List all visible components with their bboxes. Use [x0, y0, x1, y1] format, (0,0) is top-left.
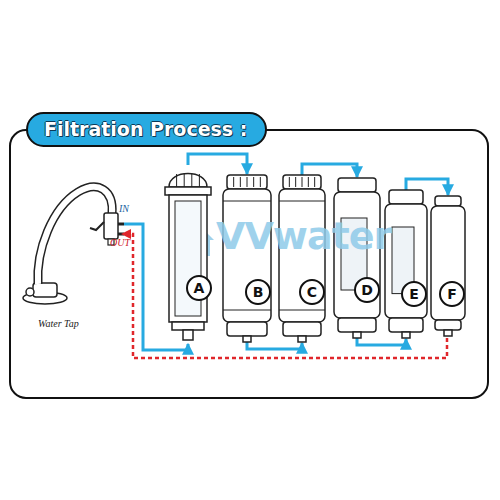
tap-caption: Water Tap: [38, 318, 79, 329]
panel-frame: [10, 130, 488, 398]
watermark: VVwater: [216, 214, 391, 258]
outlet-label: OUT: [110, 237, 130, 248]
flow-arrow: [247, 342, 302, 349]
stage-letter: D: [354, 277, 380, 303]
title-pill: Filtration Process :: [26, 112, 267, 147]
water-tap: [23, 187, 124, 304]
filter-cartridge: A: [163, 165, 213, 340]
stage-letter: C: [299, 279, 325, 305]
filter-cartridge: F: [430, 196, 466, 336]
stage-letter: F: [439, 281, 465, 307]
filter-cartridge: D: [333, 178, 381, 338]
flow-arrow: [188, 154, 247, 174]
flow-arrow: [357, 338, 406, 345]
cartridge-outline: [222, 175, 272, 342]
cartridge-outline: [430, 196, 466, 336]
cartridge-outline: [163, 165, 213, 340]
cartridge-outline: [333, 178, 381, 338]
stage-letter: B: [245, 279, 271, 305]
stage-letter: A: [186, 275, 212, 301]
filter-cartridge: E: [384, 190, 428, 338]
inlet-label: IN: [119, 203, 129, 214]
cartridge-outline: [278, 175, 326, 342]
filter-cartridge: B: [222, 175, 272, 342]
stage-letter: E: [401, 281, 427, 307]
filter-cartridge: C: [278, 175, 326, 342]
cartridge-outline: [384, 190, 428, 338]
